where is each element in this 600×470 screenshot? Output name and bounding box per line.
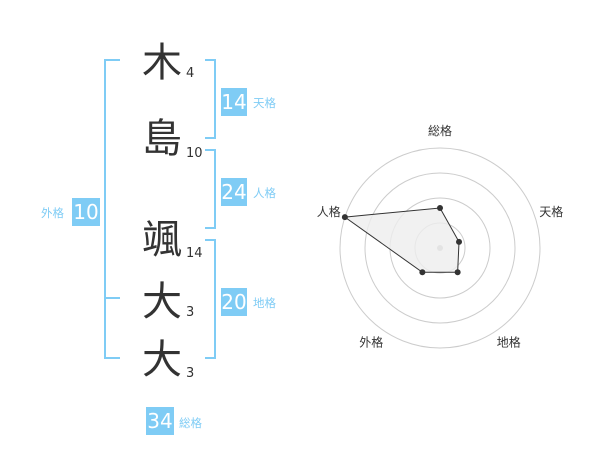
ten-value-badge: 14 xyxy=(221,88,247,116)
jin-label: 人格 xyxy=(253,186,276,200)
radar-point-1 xyxy=(437,205,443,211)
name-char-3-strokes: 14 xyxy=(186,246,203,261)
radar-point-4 xyxy=(419,269,426,276)
name-char-5-strokes: 3 xyxy=(186,366,195,381)
gai-bracket xyxy=(104,59,120,359)
radar-axis-label-2: 天格 xyxy=(539,204,563,219)
name-char-1: 木 xyxy=(142,40,182,86)
chi-bracket xyxy=(205,239,216,359)
radar-point-3 xyxy=(454,269,461,276)
radar-point-5 xyxy=(341,214,348,221)
gai-value-badge: 10 xyxy=(72,198,100,226)
name-char-1-strokes: 4 xyxy=(186,66,195,81)
name-char-4-strokes: 3 xyxy=(186,305,195,320)
total-label: 総格 xyxy=(179,416,202,430)
name-char-4: 大 xyxy=(142,279,182,325)
radar-axis-label-3: 地格 xyxy=(497,335,521,350)
gai-label: 外格 xyxy=(41,206,64,220)
radar-point-2 xyxy=(456,238,463,245)
radar-axis-label-5: 人格 xyxy=(317,204,341,219)
ten-bracket xyxy=(205,59,216,139)
radar-axis-label-4: 外格 xyxy=(359,335,383,350)
radar-axis-label-1: 総格 xyxy=(428,123,452,138)
radar-series-area xyxy=(343,207,460,273)
radar-grid-ring xyxy=(339,147,541,349)
name-char-5: 大 xyxy=(142,337,182,383)
jin-value-badge: 24 xyxy=(221,178,247,206)
name-char-2-strokes: 10 xyxy=(186,146,203,161)
name-char-2: 島 xyxy=(142,116,182,162)
name-char-3: 颯 xyxy=(142,217,182,263)
total-value-badge: 34 xyxy=(146,407,174,435)
chi-label: 地格 xyxy=(253,296,276,310)
radar-grid-ring xyxy=(364,172,516,324)
ten-label: 天格 xyxy=(253,96,276,110)
jin-bracket xyxy=(205,149,216,229)
chi-value-badge: 20 xyxy=(221,288,247,316)
